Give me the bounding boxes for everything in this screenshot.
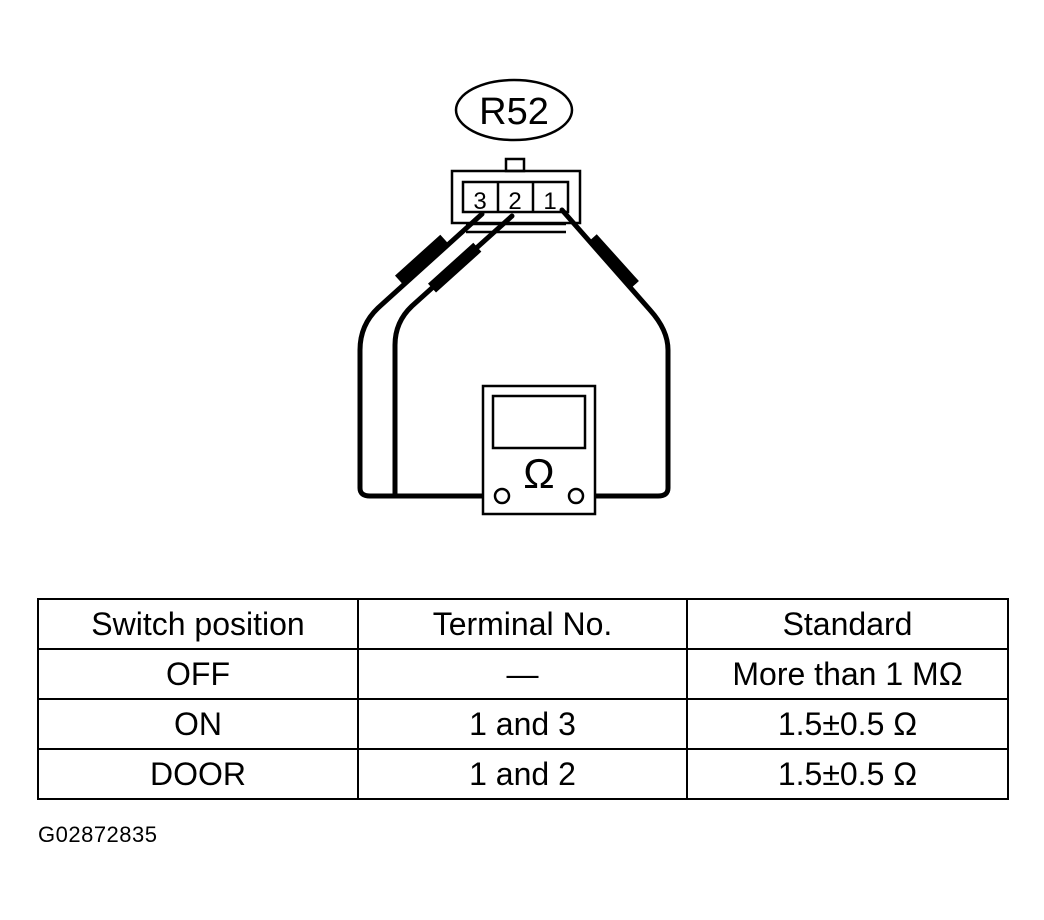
connector-label: R52 bbox=[454, 78, 574, 142]
figure-code: G02872835 bbox=[38, 822, 158, 847]
lead-terminal-2 bbox=[392, 213, 515, 499]
table-header-row: Switch position Terminal No. Standard bbox=[37, 598, 1009, 650]
table-row: DOOR 1 and 2 1.5±0.5 Ω bbox=[37, 748, 1009, 800]
header-switch-position: Switch position bbox=[37, 598, 359, 650]
connector-label-text: R52 bbox=[479, 91, 549, 133]
cell-switch-position: DOOR bbox=[37, 748, 359, 800]
cell-terminal-no: — bbox=[357, 648, 688, 700]
cell-switch-position: OFF bbox=[37, 648, 359, 700]
header-terminal-no: Terminal No. bbox=[357, 598, 688, 650]
ohmmeter bbox=[481, 384, 597, 516]
probe-sleeves bbox=[394, 234, 639, 293]
meter-jack-right bbox=[567, 487, 585, 505]
test-leads bbox=[357, 207, 671, 499]
lead-terminal-3 bbox=[357, 211, 497, 499]
cell-standard: 1.5±0.5 Ω bbox=[686, 698, 1009, 750]
ohm-symbol-icon: Ω bbox=[523, 450, 554, 497]
meter-jack-left bbox=[493, 487, 511, 505]
header-standard: Standard bbox=[686, 598, 1009, 650]
wiring-diagram: R52 3 2 1 Ω bbox=[357, 78, 671, 516]
table-row: ON 1 and 3 1.5±0.5 Ω bbox=[37, 698, 1009, 750]
terminal-2-label: 2 bbox=[508, 188, 521, 215]
cell-standard: More than 1 MΩ bbox=[686, 648, 1009, 700]
cell-standard: 1.5±0.5 Ω bbox=[686, 748, 1009, 800]
lead-terminal-1 bbox=[559, 207, 671, 499]
cell-terminal-no: 1 and 3 bbox=[357, 698, 688, 750]
table-row: OFF — More than 1 MΩ bbox=[37, 648, 1009, 700]
connector-body bbox=[450, 157, 582, 234]
meter-display bbox=[491, 394, 587, 450]
terminal-1-label: 1 bbox=[543, 188, 556, 215]
resistance-spec-table: Switch position Terminal No. Standard OF… bbox=[37, 598, 1009, 800]
cell-terminal-no: 1 and 2 bbox=[357, 748, 688, 800]
terminal-3-label: 3 bbox=[473, 188, 486, 215]
cell-switch-position: ON bbox=[37, 698, 359, 750]
